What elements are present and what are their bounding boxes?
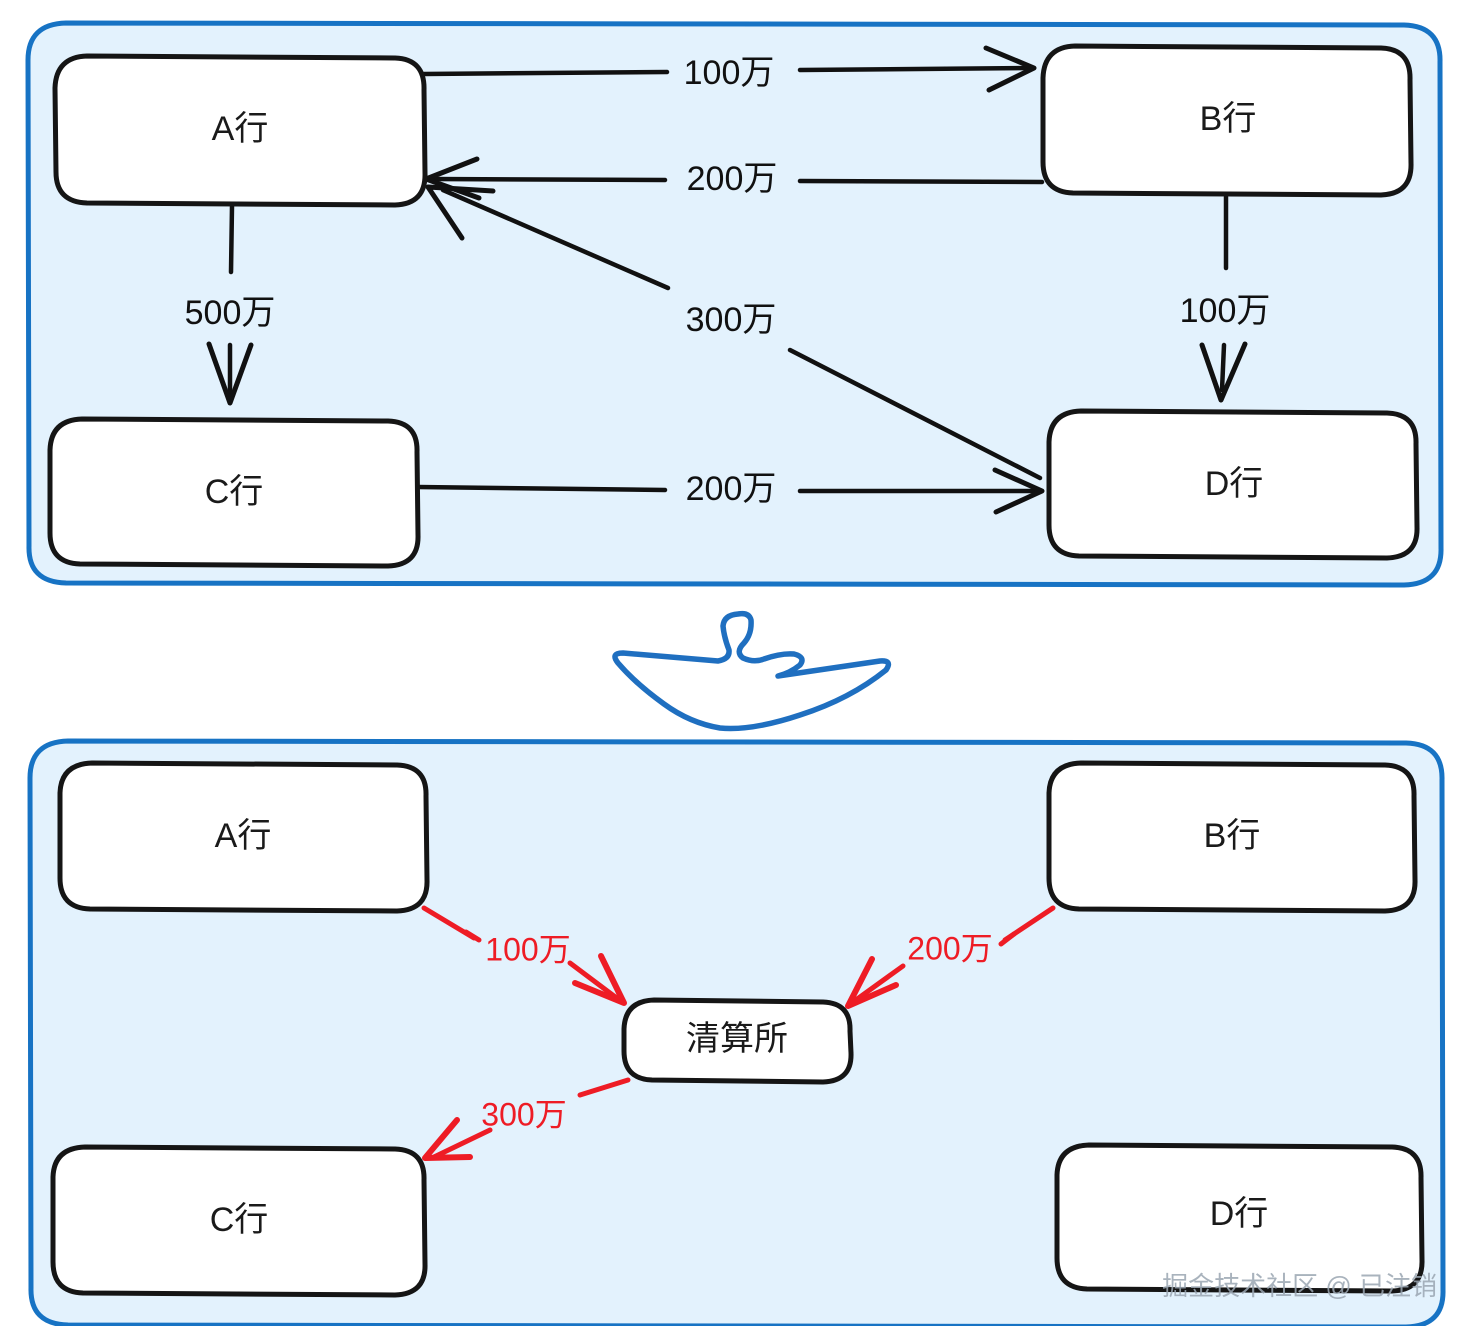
node-a-bank-top[interactable]: A行: [52, 53, 428, 208]
edge-b-to-d: 100万: [1180, 194, 1271, 403]
edge-b-to-clearinghouse-arrowhead: [845, 956, 899, 1009]
node-a-bank-bottom[interactable]: A行: [57, 760, 430, 914]
node-c-box: [47, 416, 421, 569]
node-d-bottom-box: [1054, 1142, 1425, 1294]
edge-a-to-clearinghouse-line2: [463, 929, 482, 943]
edge-d-to-a: 300万: [425, 184, 1043, 481]
node-c-label: C行: [205, 473, 264, 511]
edge-clearinghouse-to-c-label: 300万: [481, 1096, 566, 1132]
bilateral-settlement-panel: 100万 200万 500万 300万 100万: [25, 20, 1444, 588]
edge-a-to-b: 100万: [421, 45, 1037, 93]
edge-d-to-a-line2: [440, 187, 671, 291]
edge-b-to-clearinghouse-line2: [998, 931, 1017, 947]
edge-b-to-clearinghouse-label: 200万: [907, 930, 992, 966]
node-c-bottom-box: [50, 1144, 428, 1298]
edge-a-to-c-arrowhead: [206, 341, 254, 406]
edge-b-to-d-line2: [1219, 342, 1227, 393]
edge-clearinghouse-to-c-line2: [431, 1127, 493, 1160]
edge-c-to-d-label: 200万: [686, 470, 777, 508]
node-a-box: [52, 53, 428, 208]
edge-b-to-a-label: 200万: [687, 160, 778, 198]
node-d-bank-top[interactable]: D行: [1046, 408, 1420, 561]
node-d-label: D行: [1205, 465, 1264, 503]
node-d-bank-bottom[interactable]: D行: [1054, 1142, 1425, 1294]
edge-a-to-b-line: [421, 69, 670, 77]
node-b-bank-top[interactable]: B行: [1040, 43, 1414, 198]
clearing-house-panel: 100万 200万 300万 A行 B行: [27, 738, 1446, 1326]
node-b-bottom-label: B行: [1204, 817, 1261, 855]
node-a-label: A行: [212, 110, 269, 148]
edge-b-to-a-line: [797, 178, 1045, 185]
edge-clearinghouse-to-c-line: [577, 1077, 631, 1098]
down-arrow-path: [612, 610, 892, 732]
edge-b-to-clearinghouse: 200万: [845, 905, 1056, 1009]
node-a-bottom-box: [57, 760, 430, 914]
node-d-box: [1046, 408, 1420, 561]
edge-b-to-d-arrowhead: [1199, 341, 1248, 403]
edge-c-to-d-arrowhead: [992, 467, 1045, 515]
edge-b-to-d-label: 100万: [1180, 292, 1271, 330]
node-d-bottom-label: D行: [1210, 1195, 1269, 1233]
node-b-box: [1040, 43, 1414, 198]
node-b-bottom-box: [1046, 760, 1418, 914]
edge-a-to-clearinghouse-line3: [567, 960, 621, 1002]
edge-a-to-clearinghouse-label: 100万: [485, 931, 570, 967]
edge-clearinghouse-to-c-arrowhead: [422, 1117, 473, 1161]
edge-a-to-c: 500万: [185, 203, 276, 406]
edge-a-to-b-line2: [797, 65, 1032, 73]
watermark-label: 掘金技术社区 @ 已注销: [1162, 1271, 1437, 1301]
transition-down-arrow-icon: [612, 610, 892, 732]
edge-b-to-a-line2: [429, 176, 668, 183]
node-a-bottom-label: A行: [215, 817, 272, 855]
node-c-bank-bottom[interactable]: C行: [50, 1144, 428, 1298]
node-clearing-house-label: 清算所: [686, 1020, 788, 1058]
edge-a-to-b-label: 100万: [684, 54, 775, 92]
edge-c-to-d-line: [415, 484, 668, 493]
edge-a-to-b-arrowhead: [983, 45, 1037, 93]
edge-clearinghouse-to-c: 300万: [422, 1077, 631, 1161]
edge-d-to-a-label: 300万: [686, 301, 777, 339]
edge-a-to-clearinghouse-arrowhead: [572, 953, 627, 1006]
edge-a-to-c-line: [228, 203, 235, 275]
node-clearing-house-box: [621, 997, 854, 1085]
node-b-label: B行: [1200, 100, 1257, 138]
node-c-bottom-label: C行: [210, 1201, 269, 1239]
edge-c-to-d: 200万: [415, 467, 1045, 515]
edge-a-to-clearinghouse: 100万: [421, 905, 627, 1006]
edge-d-to-a-line: [787, 347, 1043, 481]
node-clearing-house[interactable]: 清算所: [621, 997, 854, 1085]
edge-a-to-c-label: 500万: [185, 294, 276, 332]
node-c-bank-top[interactable]: C行: [47, 416, 421, 569]
edge-d-to-a-arrowhead: [425, 184, 496, 241]
node-b-bank-bottom[interactable]: B行: [1046, 760, 1418, 914]
edge-b-to-clearinghouse-line3: [850, 963, 906, 1005]
